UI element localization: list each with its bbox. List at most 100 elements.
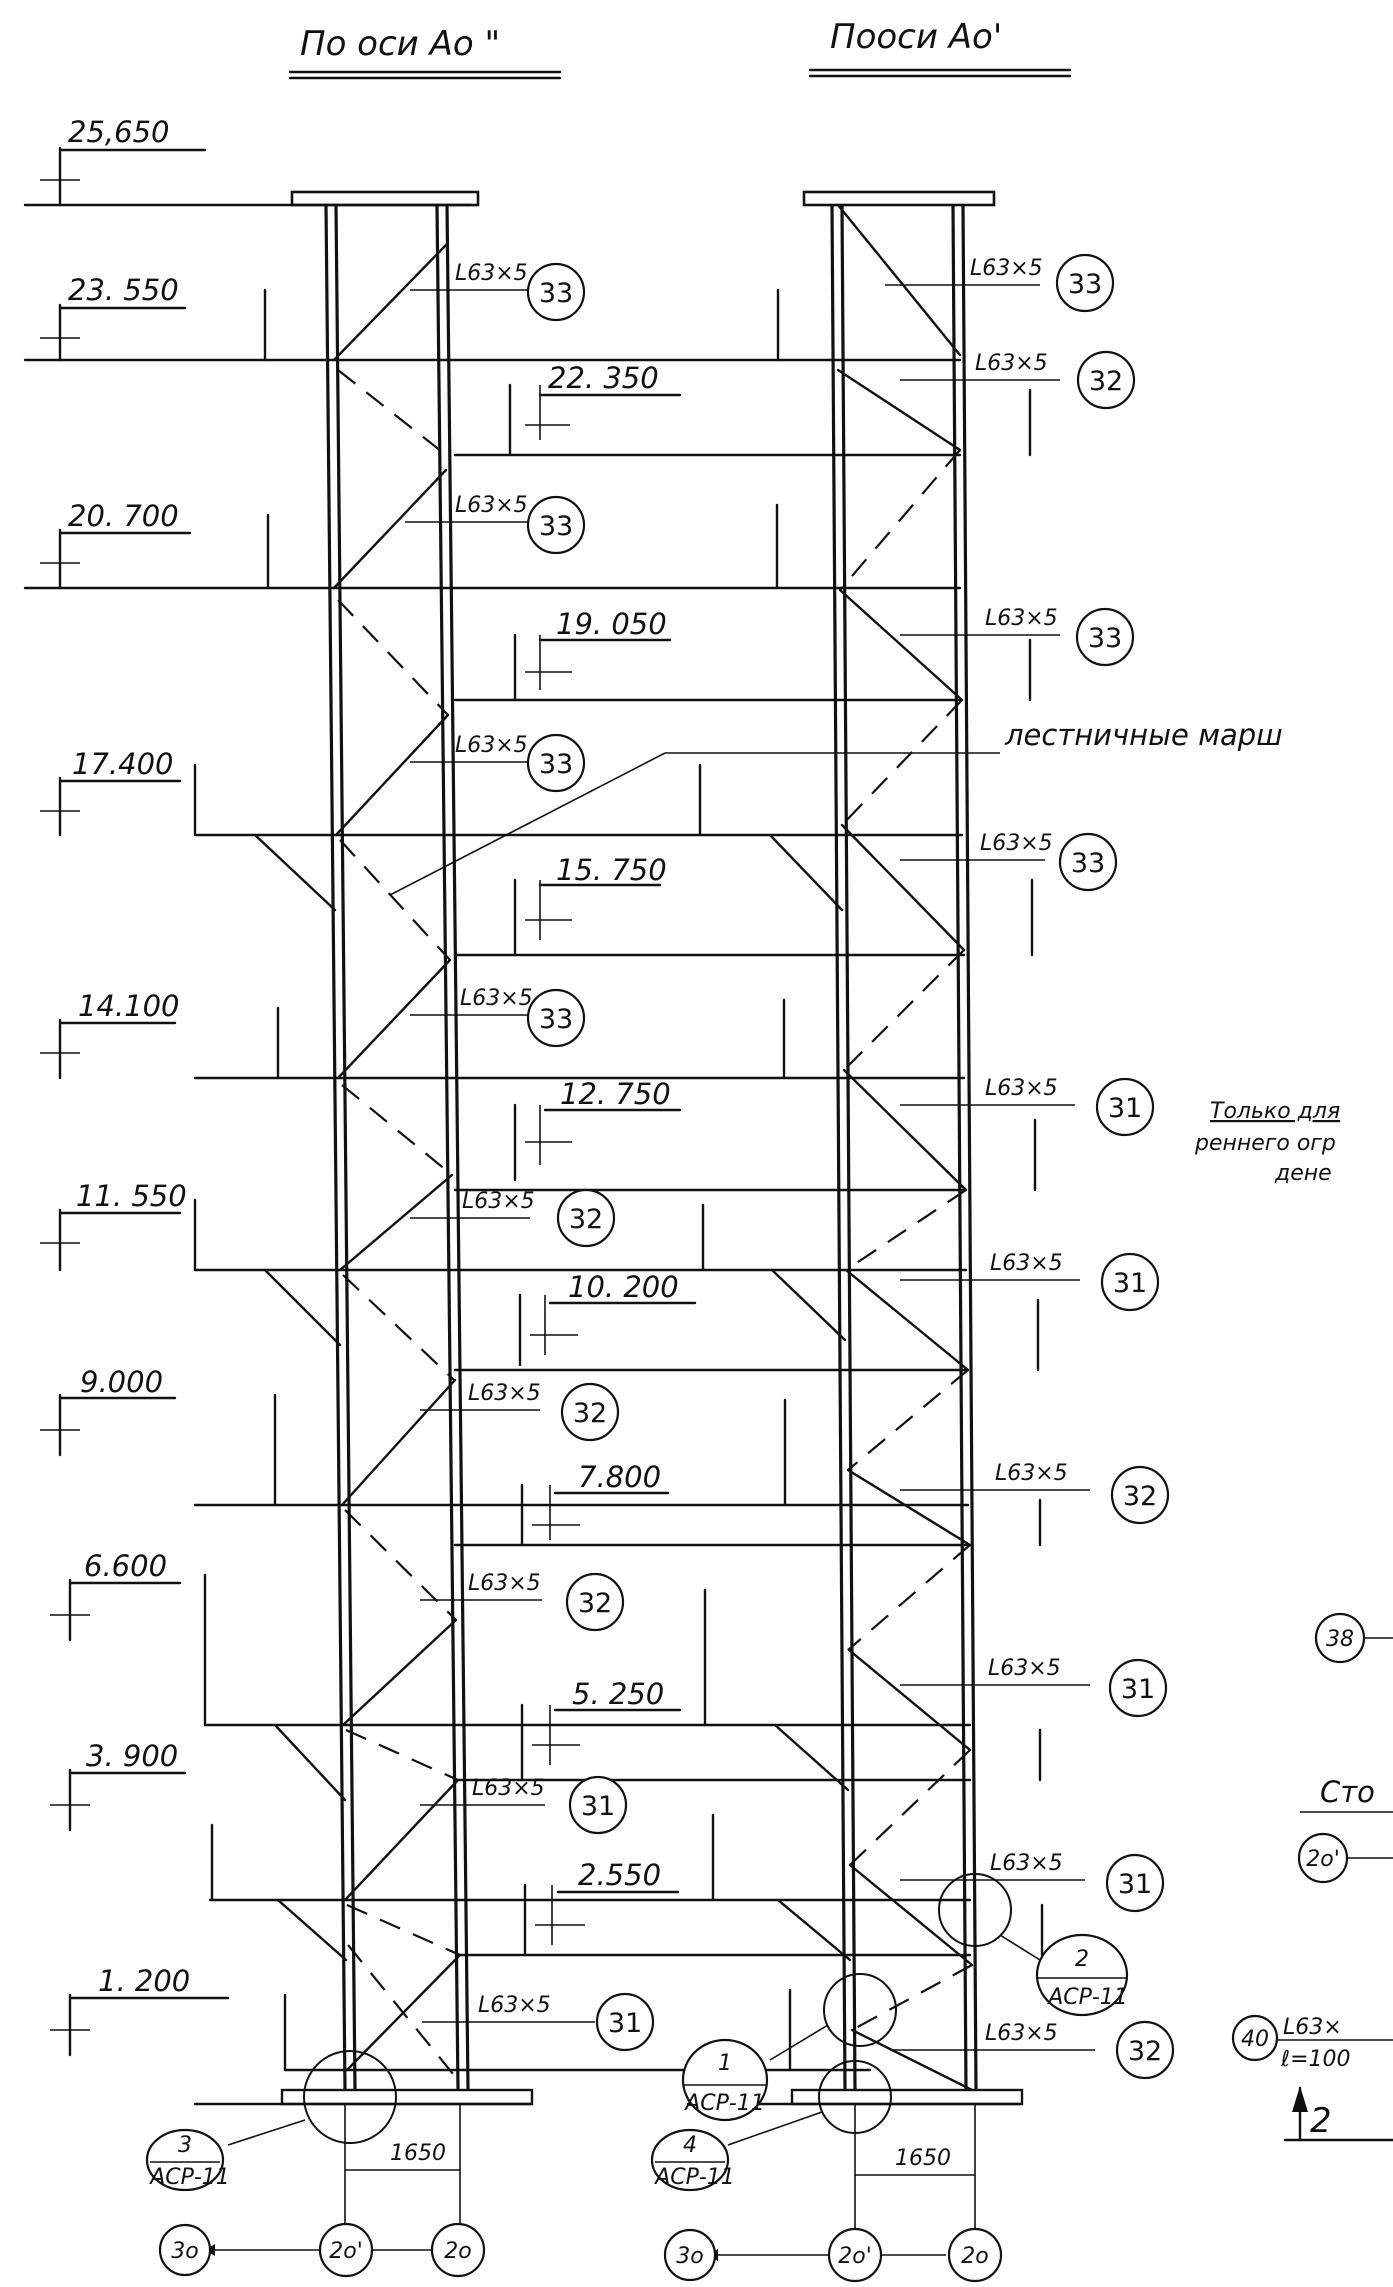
axis-label: 2о <box>444 2239 471 2264</box>
elevation-mark: 12. 750 <box>513 1077 682 1182</box>
member-label: L63×5 32 <box>410 1188 616 1248</box>
side-note: Только для реннего огр дене <box>1194 1099 1340 1186</box>
elevation-mark: 20. 700 <box>40 499 192 590</box>
mark-40: 40 L63× ℓ=100 <box>1231 2014 1393 2072</box>
right-member-labels: L63×5 33 L63×5 32 L63×5 33 L63×5 33 L63×… <box>885 253 1175 2080</box>
elevation-mark: 23. 550 <box>40 273 187 362</box>
member-label: L63×5 31 <box>900 1251 1160 1312</box>
profile-label: L63×5 <box>975 351 1048 376</box>
elevation-value: 1. 200 <box>98 1964 190 1998</box>
mark-number: 33 <box>539 278 573 309</box>
axis-bubbles: 3о 2о' 2о 3о 2о' 2о <box>158 2200 1003 2283</box>
axis-bubble: 3о <box>663 2228 717 2282</box>
member-label: L63×5 32 <box>420 1381 620 1442</box>
elevation-mark: 9.000 <box>40 1365 177 1457</box>
member-label: L63×5 33 <box>410 986 586 1048</box>
member-label: L63×5 32 <box>900 1461 1170 1525</box>
section-number: 2 <box>1310 2101 1332 2141</box>
elevation-mark: 15. 750 <box>513 853 667 957</box>
elevation-value: 5. 250 <box>572 1677 664 1711</box>
member-label: L63×5 33 <box>885 253 1115 313</box>
header-left: По оси Ао " <box>300 24 500 64</box>
elevation-value: 20. 700 <box>68 499 179 533</box>
member-label: L63×5 31 <box>420 1775 628 1835</box>
section-mark: 2 <box>1283 2086 1393 2142</box>
left-tower <box>193 190 534 2106</box>
mark-number: 40 <box>1241 2027 1269 2052</box>
mark-number: 32 <box>573 1398 607 1429</box>
axis-label: 2о' <box>329 2239 363 2264</box>
profile-label: L63×5 <box>990 1251 1063 1276</box>
elevation-value: 3. 900 <box>86 1739 178 1773</box>
elevation-value: 9.000 <box>80 1365 163 1399</box>
elevation-value: 7.800 <box>578 1460 661 1494</box>
profile-label: L63×5 <box>478 1993 551 2018</box>
profile-label: L63×5 <box>985 2021 1058 2046</box>
elevation-mark: 7.800 <box>520 1460 670 1547</box>
bottom-dimensions: 1650 1650 <box>344 2104 976 2200</box>
mark-number: 32 <box>578 1588 612 1619</box>
elevation-value: 23. 550 <box>68 273 179 307</box>
landing-lines <box>23 203 1044 2072</box>
axis-bubble: 2о' <box>1297 1832 1393 1884</box>
mark-number: 31 <box>581 1791 615 1822</box>
profile-label: L63×5 <box>990 1851 1063 1876</box>
callout-sheet: АСР-11 <box>1046 1985 1128 2010</box>
member-label: L63×5 33 <box>410 261 586 322</box>
member-label: L63×5 33 <box>900 831 1118 892</box>
callout: 2 АСР-11 <box>1035 1933 1129 2017</box>
elevation-marks-left: 25,650 23. 550 20. 700 17.400 14.100 11.… <box>40 115 230 2057</box>
member-label: L63×5 33 <box>410 733 586 793</box>
elevation-mark: 2.550 <box>523 1858 680 1957</box>
member-label: L63×5 32 <box>420 1571 625 1632</box>
profile-label: L63×5 <box>462 1189 535 1214</box>
elevation-mark: 6.600 <box>50 1549 182 1642</box>
profile-label: L63×5 <box>985 1076 1058 1101</box>
elevation-mark: 1. 200 <box>50 1964 230 2057</box>
profile-label: L63×5 <box>455 261 528 286</box>
profile-label: L63×5 <box>468 1381 541 1406</box>
elevation-mark: 10. 200 <box>518 1270 697 1367</box>
note-line-1: Только для <box>1210 1099 1340 1124</box>
callout-number: 4 <box>683 2133 697 2158</box>
callout-number: 2 <box>1075 1947 1089 1972</box>
elevation-mark: 25,650 <box>40 115 207 207</box>
axis-bubble: 2о <box>947 2227 1003 2283</box>
elevation-mark: 19. 050 <box>513 607 672 702</box>
mark-number: 32 <box>1089 366 1123 397</box>
elevation-mark: 11. 550 <box>40 1179 187 1272</box>
mark-number: 31 <box>1108 1093 1142 1124</box>
callout: 3 АСР-11 <box>145 2128 230 2192</box>
profile-label: L63×5 <box>455 733 528 758</box>
member-label: L63×5 31 <box>900 1851 1165 1913</box>
callout: 4 АСР-11 <box>650 2128 735 2192</box>
member-label: L63×5 31 <box>900 1656 1168 1718</box>
profile-label: L63×5 <box>995 1461 1068 1486</box>
elevation-value: 22. 350 <box>548 361 659 395</box>
elevation-value: 6.600 <box>84 1549 167 1583</box>
axis-bubble: 2о' <box>827 2227 883 2283</box>
elevation-mark: 17.400 <box>40 747 182 837</box>
profile-label: L63×5 <box>455 493 528 518</box>
dimension-right: 1650 <box>895 2146 951 2171</box>
note-line-3: дене <box>1274 1161 1332 1186</box>
member-label: L63×5 31 <box>422 1992 655 2052</box>
stair-label-text: лестничные марш <box>1004 718 1283 752</box>
profile-label: L63×5 <box>472 1776 545 1801</box>
dimension-left: 1650 <box>390 2141 446 2166</box>
profile-label: L63×5 <box>988 1656 1061 1681</box>
elevation-value: 19. 050 <box>556 607 667 641</box>
profile-label: L63×5 <box>985 606 1058 631</box>
profile-label: L63×5 <box>980 831 1053 856</box>
callout-sheet: АСР-11 <box>653 2165 735 2190</box>
note-line-2: реннего огр <box>1194 1131 1336 1156</box>
elevation-mark: 3. 900 <box>50 1739 187 1832</box>
elevation-value: 15. 750 <box>556 853 667 887</box>
mark-number: 31 <box>608 2008 642 2039</box>
mark-number: 33 <box>539 1004 573 1035</box>
mark-number: 32 <box>1128 2036 1162 2067</box>
spec-bottom: ℓ=100 <box>1280 2047 1351 2072</box>
axis-label: 2о' <box>838 2244 872 2269</box>
mark-number: 33 <box>1071 848 1105 879</box>
member-label: L63×5 32 <box>890 2020 1175 2080</box>
